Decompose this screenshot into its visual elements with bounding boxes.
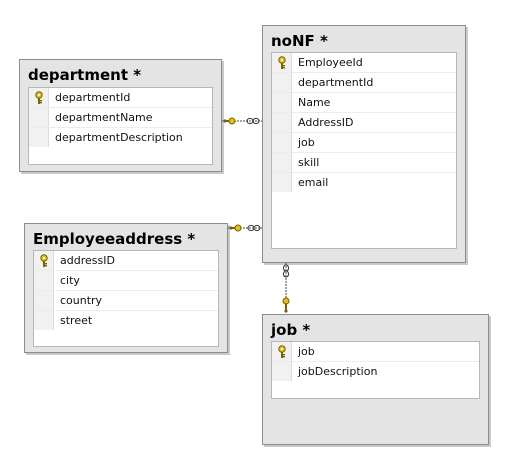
row-selector[interactable]	[272, 73, 292, 92]
row-selector[interactable]	[34, 271, 54, 290]
column-name: departmentId	[298, 76, 374, 89]
table-title: department *	[28, 66, 142, 84]
row-selector[interactable]	[272, 93, 292, 112]
column-row[interactable]: jobDescription	[272, 362, 479, 382]
infinity-icon	[247, 224, 261, 232]
column-row[interactable]: departmentId	[29, 88, 212, 108]
key-icon	[278, 56, 286, 69]
column-name: skill	[298, 156, 320, 169]
table-nonf[interactable]: noNF * EmployeeId departmentId Name	[262, 25, 466, 263]
table-title: Employeeaddress *	[33, 230, 196, 248]
column-row[interactable]: AddressID	[272, 113, 456, 133]
infinity-icon	[282, 264, 290, 278]
column-row[interactable]: departmentId	[272, 73, 456, 93]
column-name: departmentId	[55, 91, 131, 104]
row-selector[interactable]	[272, 153, 292, 172]
row-selector[interactable]	[29, 88, 49, 107]
row-selector[interactable]	[29, 108, 49, 127]
row-selector[interactable]	[272, 173, 292, 192]
row-selector[interactable]	[272, 133, 292, 152]
column-row[interactable]: job	[272, 133, 456, 153]
column-row[interactable]: departmentName	[29, 108, 212, 128]
column-grid: job jobDescription	[271, 341, 480, 399]
column-grid: departmentId departmentName departmentDe…	[28, 87, 213, 165]
column-row[interactable]: country	[34, 291, 218, 311]
key-icon	[35, 91, 43, 104]
row-selector[interactable]	[29, 128, 49, 147]
column-name: AddressID	[298, 116, 354, 129]
column-row[interactable]: job	[272, 342, 479, 362]
column-name: jobDescription	[298, 365, 378, 378]
column-row[interactable]: EmployeeId	[272, 53, 456, 73]
infinity-icon	[246, 117, 260, 125]
column-name: departmentName	[55, 111, 153, 124]
table-title: noNF *	[271, 32, 328, 50]
column-row[interactable]: street	[34, 311, 218, 331]
column-row[interactable]: email	[272, 173, 456, 193]
column-row[interactable]: city	[34, 271, 218, 291]
relationship-employeeaddress-nonf[interactable]	[228, 224, 262, 232]
table-title: job *	[271, 321, 311, 339]
column-name: city	[60, 274, 80, 287]
key-icon	[230, 224, 242, 232]
column-row[interactable]: addressID	[34, 251, 218, 271]
row-selector[interactable]	[34, 311, 54, 330]
column-row[interactable]: Name	[272, 93, 456, 113]
row-selector[interactable]	[34, 291, 54, 310]
key-icon	[282, 297, 290, 312]
column-name: job	[298, 136, 315, 149]
column-row[interactable]: skill	[272, 153, 456, 173]
column-name: email	[298, 176, 329, 189]
relationship-job-nonf[interactable]	[282, 263, 290, 314]
row-selector[interactable]	[272, 53, 292, 72]
column-name: departmentDescription	[55, 131, 183, 144]
column-name: addressID	[60, 254, 115, 267]
row-selector[interactable]	[272, 342, 292, 361]
column-name: country	[60, 294, 103, 307]
key-icon	[278, 345, 286, 358]
column-name: EmployeeId	[298, 56, 363, 69]
relationship-department-nonf[interactable]	[222, 117, 262, 125]
row-selector[interactable]	[272, 362, 292, 381]
table-employeeaddress[interactable]: Employeeaddress * addressID city country	[24, 223, 228, 353]
table-job[interactable]: job * job jobDescription	[262, 314, 489, 445]
column-name: job	[298, 345, 315, 358]
row-selector[interactable]	[272, 113, 292, 132]
key-icon	[224, 117, 236, 125]
row-selector[interactable]	[34, 251, 54, 270]
column-name: street	[60, 314, 93, 327]
column-name: Name	[298, 96, 331, 109]
column-row[interactable]: departmentDescription	[29, 128, 212, 148]
column-grid: addressID city country street	[33, 250, 219, 347]
table-department[interactable]: department * departmentId departmentName…	[19, 59, 222, 172]
key-icon	[40, 254, 48, 267]
column-grid: EmployeeId departmentId Name AddressID j…	[271, 52, 457, 249]
